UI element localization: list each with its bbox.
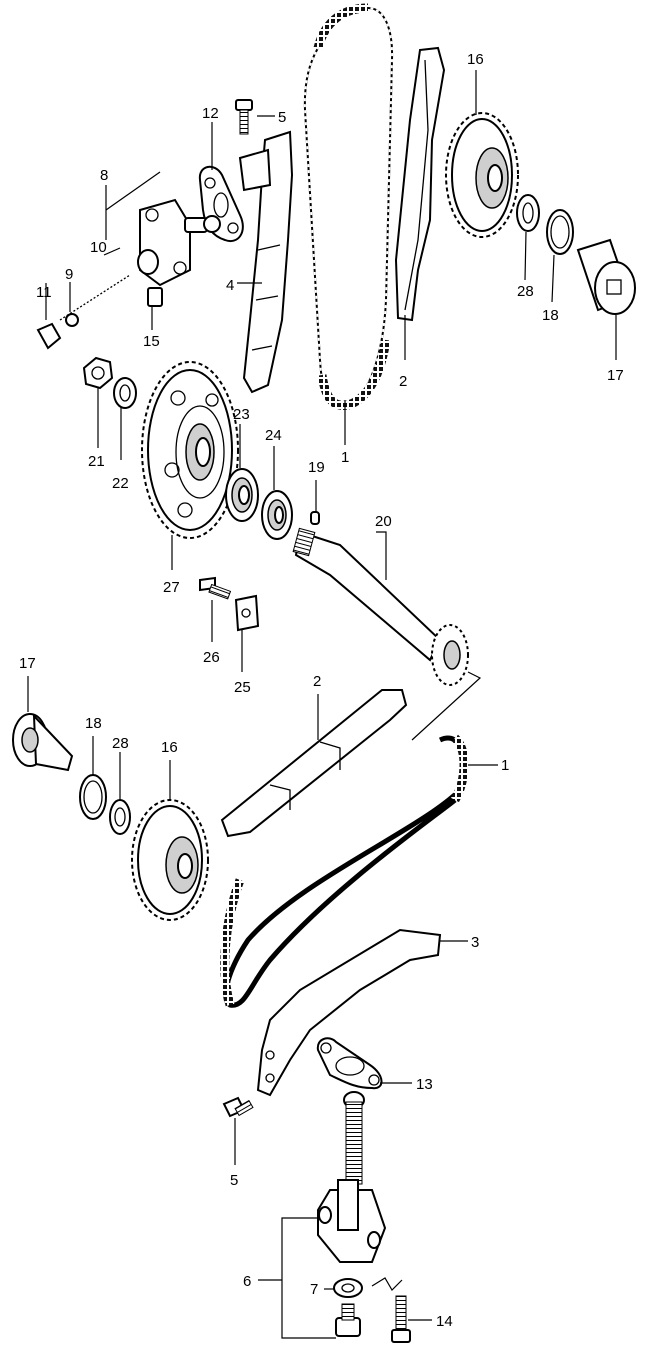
bearing-23 [225,468,259,522]
shaft-17-top [576,238,636,315]
bolt-bottom [222,1096,254,1118]
washer-7 [333,1278,363,1298]
label-13: 13 [416,1076,433,1093]
cam-chain-top [303,3,394,410]
label-4: 4 [226,277,234,294]
label-25: 25 [234,679,251,696]
label-21: 21 [88,453,105,470]
label-20: 20 [375,513,392,530]
label-2-bottom: 2 [313,673,321,690]
label-16-bottom: 16 [161,739,178,756]
screw-26 [199,576,232,600]
washer-28-top [516,194,540,232]
label-18-top: 18 [542,307,559,324]
ring-18-bottom [79,774,107,820]
tensioner-arm-top [238,130,294,394]
label-26: 26 [203,649,220,666]
bearing-24 [261,490,293,540]
label-15: 15 [143,333,160,350]
tensioner-assembly-top [36,171,221,350]
plate-25 [234,594,260,632]
label-10: 10 [90,239,107,256]
label-16-top: 16 [467,51,484,68]
gasket-13 [316,1037,383,1090]
label-11: 11 [36,284,52,301]
label-12: 12 [202,105,219,122]
label-2-top: 2 [399,373,407,390]
label-24: 24 [265,427,282,444]
shaft-17-bottom [12,713,74,772]
gear-16-top [445,112,519,238]
pin-19 [310,511,320,525]
bolt-14 [391,1295,411,1343]
label-14: 14 [436,1313,453,1330]
label-5-bottom: 5 [230,1172,238,1189]
label-5-top: 5 [278,109,286,126]
label-18-bottom: 18 [85,715,102,732]
washer-28-bottom [109,799,131,835]
label-6: 6 [243,1273,251,1290]
ring-18-top [546,209,574,255]
leader-lines [27,70,617,1339]
gear-16-bottom [131,799,209,921]
tensioner-arm-bottom [256,928,442,1097]
cam-chain-bottom [220,734,469,1008]
label-3: 3 [471,934,479,951]
large-gear-27 [141,361,239,539]
label-23: 23 [233,406,250,423]
tensioner-assembly-bottom [317,1091,387,1263]
label-22: 22 [112,475,129,492]
label-9: 9 [65,266,73,283]
label-19: 19 [308,459,325,476]
part-labels: 1 2 4 5 8 9 10 11 12 15 16 17 18 19 20 2… [19,51,624,1330]
bolt-top [235,99,253,135]
label-1-bottom: 1 [501,757,509,774]
label-28-bottom: 28 [112,735,129,752]
label-28-top: 28 [517,283,534,300]
washer-22 [113,377,137,409]
label-17-bottom: 17 [19,655,36,672]
plug-bolt-bottom [335,1303,361,1337]
label-27: 27 [163,579,180,596]
label-8: 8 [100,167,108,184]
label-1-top: 1 [341,449,349,466]
label-17-top: 17 [607,367,624,384]
chain-guide-bottom [220,689,408,838]
nut-21 [82,356,114,390]
chain-guide-top [394,46,446,322]
label-7: 7 [310,1281,318,1298]
camshaft-20 [292,527,469,686]
